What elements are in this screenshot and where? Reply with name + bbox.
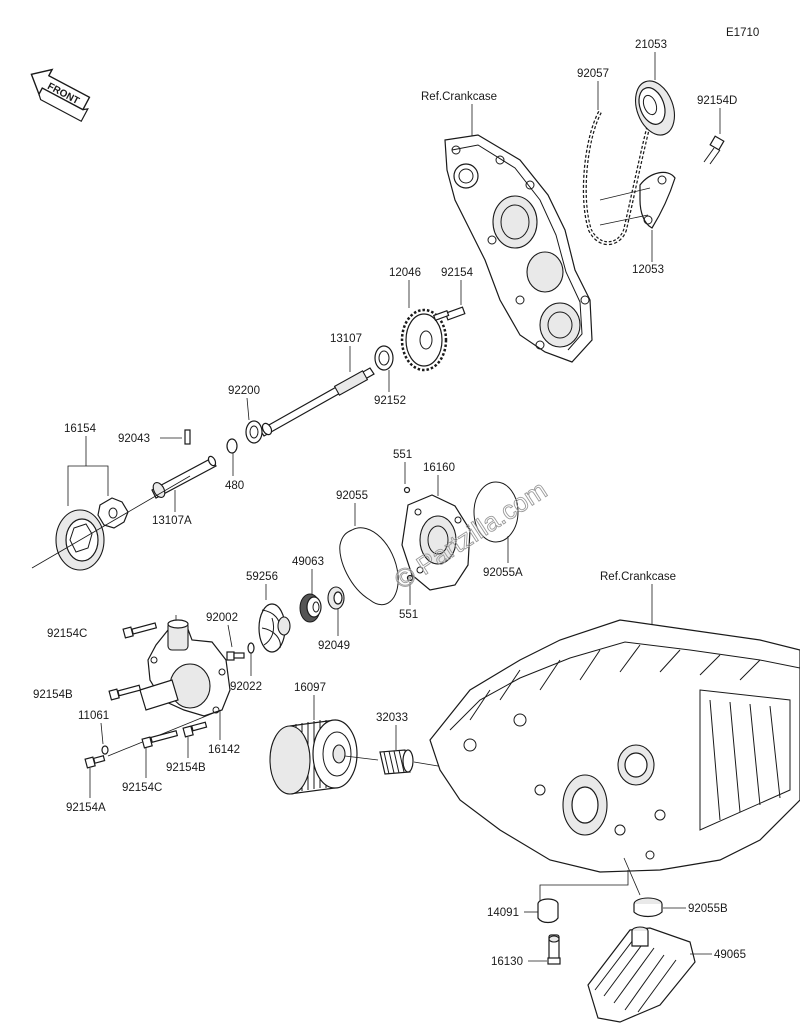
o-ring-92055A bbox=[473, 481, 519, 543]
label-92022: 92022 bbox=[230, 681, 262, 693]
label-21053: 21053 bbox=[635, 39, 667, 51]
axis-line-filter bbox=[344, 755, 379, 761]
label-59256: 59256 bbox=[246, 571, 278, 583]
plug-92055B bbox=[633, 897, 663, 918]
leader-12053-b bbox=[599, 214, 649, 226]
bolt-92154C-bottom bbox=[141, 729, 179, 749]
mechanical-seal-49063 bbox=[299, 593, 322, 623]
label-32033: 32033 bbox=[376, 712, 408, 724]
label-92154: 92154 bbox=[441, 267, 474, 279]
fitting-14091 bbox=[537, 898, 559, 924]
leader-11061 bbox=[100, 722, 104, 745]
label-12053: 12053 bbox=[632, 264, 664, 276]
chain-guide-12053 bbox=[639, 171, 676, 229]
gasket-11061 bbox=[101, 745, 109, 755]
water-pump-cover-16142 bbox=[139, 619, 231, 717]
front-arrow-icon: FRONT bbox=[30, 68, 91, 123]
o-ring-92055 bbox=[339, 527, 399, 606]
label-92154B-left: 92154B bbox=[33, 689, 73, 701]
leader-14091 bbox=[539, 870, 629, 908]
filter-fitting-32033 bbox=[379, 749, 414, 775]
label-16097: 16097 bbox=[294, 682, 326, 694]
label-92055B: 92055B bbox=[688, 903, 728, 915]
label-11061: 11061 bbox=[78, 710, 109, 722]
drive-chain bbox=[582, 111, 652, 246]
inner-rotor-16154 bbox=[97, 497, 129, 529]
pipe-16130 bbox=[547, 934, 561, 965]
label-480: 480 bbox=[225, 480, 244, 492]
label-92154C-top: 92154C bbox=[47, 628, 87, 640]
washer-92022 bbox=[247, 642, 255, 654]
pump-shaft-13107A bbox=[151, 455, 217, 499]
label-16130: 16130 bbox=[491, 956, 523, 968]
leader-crankcase-plug bbox=[623, 857, 641, 896]
bolt-92154A bbox=[84, 755, 106, 769]
label-13107: 13107 bbox=[330, 333, 362, 345]
circlip-480 bbox=[226, 438, 238, 454]
crankcase-lower bbox=[429, 619, 800, 873]
washer-92200 bbox=[245, 420, 263, 444]
ref-crankcase-top-label: Ref.Crankcase bbox=[421, 91, 497, 103]
label-13107A: 13107A bbox=[152, 515, 192, 527]
label-92049: 92049 bbox=[318, 640, 350, 652]
label-551-bottom: 551 bbox=[399, 609, 418, 621]
bolt-92154B-left bbox=[108, 684, 142, 701]
dowel-551-bottom bbox=[406, 574, 414, 582]
label-551-top: 551 bbox=[393, 449, 412, 461]
leader-92200 bbox=[246, 397, 250, 421]
label-92002: 92002 bbox=[206, 612, 238, 624]
label-92043: 92043 bbox=[118, 433, 150, 445]
label-92055A: 92055A bbox=[483, 567, 523, 579]
label-92057: 92057 bbox=[577, 68, 609, 80]
pin-92043 bbox=[184, 429, 191, 445]
pump-shaft-13107 bbox=[259, 367, 375, 437]
label-92154A: 92154A bbox=[66, 802, 106, 814]
label-92154C-bottom: 92154C bbox=[122, 782, 162, 794]
label-16160: 16160 bbox=[423, 462, 455, 474]
leader-12053-a bbox=[599, 187, 651, 201]
diagram-code: E1710 bbox=[726, 27, 759, 39]
leader-92002 bbox=[227, 624, 233, 648]
label-92152: 92152 bbox=[374, 395, 406, 407]
label-92154B-bottom: 92154B bbox=[166, 762, 206, 774]
label-16142: 16142 bbox=[208, 744, 240, 756]
label-92154D: 92154D bbox=[697, 95, 737, 107]
label-49065: 49065 bbox=[714, 949, 746, 961]
label-92055: 92055 bbox=[336, 490, 368, 502]
leader-16154 bbox=[67, 465, 109, 506]
label-14091: 14091 bbox=[487, 907, 519, 919]
dowel-551-top bbox=[403, 486, 411, 494]
label-12046: 12046 bbox=[389, 267, 421, 279]
oil-filter-16097 bbox=[269, 719, 358, 795]
impeller-59256 bbox=[258, 603, 291, 653]
bolt-92154D bbox=[703, 135, 725, 165]
label-16154: 16154 bbox=[64, 423, 97, 435]
sprocket-21053 bbox=[635, 80, 675, 136]
oil-pump-body-16160 bbox=[401, 494, 471, 591]
bolt-92154C-top bbox=[122, 622, 158, 639]
oil-strainer-49065 bbox=[587, 926, 696, 1023]
label-49063: 49063 bbox=[292, 556, 324, 568]
bolt-92002 bbox=[226, 651, 245, 661]
bolt-92154B-bottom bbox=[182, 721, 208, 738]
collar-92152 bbox=[374, 345, 394, 371]
bolt-92154 bbox=[432, 306, 466, 321]
pump-sprocket-12046 bbox=[400, 308, 448, 372]
oil-seal-92049 bbox=[327, 586, 345, 610]
label-92200: 92200 bbox=[228, 385, 260, 397]
axis-line-left bbox=[31, 475, 191, 569]
oil-pump-cover-plate bbox=[444, 134, 593, 363]
ref-crankcase-bottom-label: Ref.Crankcase bbox=[600, 571, 676, 583]
